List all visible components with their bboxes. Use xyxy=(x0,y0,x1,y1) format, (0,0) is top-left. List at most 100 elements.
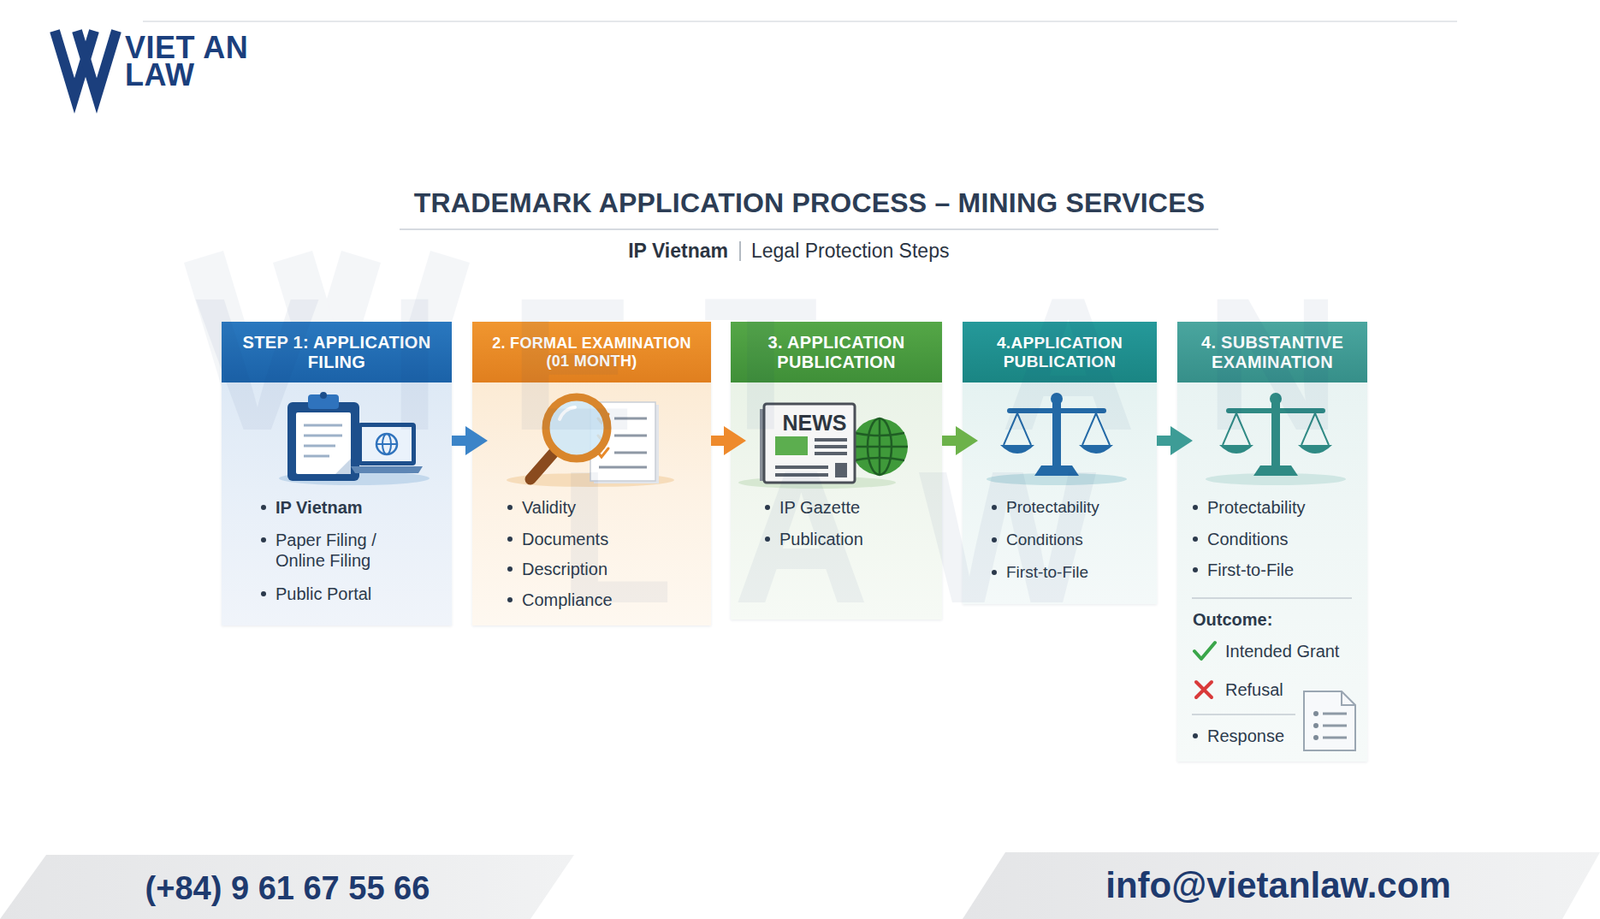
scales-icon-part-part xyxy=(1222,413,1237,445)
filing-icon-part xyxy=(296,412,351,475)
document-icon-part xyxy=(1313,711,1319,741)
bullet-text: Publication xyxy=(779,528,864,550)
bullet-dot xyxy=(260,591,267,597)
bullet-dot xyxy=(1192,504,1198,510)
bullet-dot xyxy=(507,566,513,572)
scales-icon-part-part xyxy=(1236,413,1251,445)
examination-icon-part xyxy=(506,473,675,487)
document-icon-part xyxy=(1322,713,1347,738)
bullet-text: Conditions xyxy=(1006,529,1084,551)
scales-icon-part xyxy=(1271,402,1280,469)
document-icon-part-part xyxy=(1322,736,1347,740)
email-address: info@vietanlaw.com xyxy=(1105,867,1451,904)
filing-icon-part-part xyxy=(303,424,343,427)
footer-band xyxy=(0,854,575,919)
filing-icon-part xyxy=(376,443,398,445)
logo-text: LAW xyxy=(124,59,195,91)
filing-icon-part xyxy=(361,426,412,462)
publication-icon-part-part xyxy=(854,432,905,436)
examination-icon-part xyxy=(593,404,659,484)
scales-icon-part xyxy=(1222,413,1329,445)
bullet-dot xyxy=(764,504,771,510)
publication-icon-part-part xyxy=(814,444,848,449)
scales-icon-part-part xyxy=(1096,413,1110,445)
step-header: 2. FORMAL EXAMINATION (01 MONTH) xyxy=(472,321,712,383)
filing-icon-part xyxy=(308,394,339,409)
scales-icon-part xyxy=(1078,444,1114,454)
filing-icon-part xyxy=(320,391,327,399)
bullet-dot xyxy=(260,504,267,510)
divider-line xyxy=(1191,713,1296,716)
publication-icon-part-part xyxy=(878,418,882,475)
publication-icon-part xyxy=(775,439,848,475)
top-rule xyxy=(142,20,1458,23)
bullet-text: IP Vietnam xyxy=(275,497,363,518)
cross-mark-part xyxy=(1196,681,1212,698)
flow-arrow xyxy=(711,435,731,446)
scales-icon-part-part xyxy=(1301,413,1316,445)
scales-icon-part xyxy=(1052,402,1061,469)
filing-icon-part xyxy=(287,402,360,481)
publication-icon-part xyxy=(851,418,908,475)
step-header: 3. APPLICATION PUBLICATION xyxy=(730,321,943,383)
scales-icon-part xyxy=(1253,465,1298,476)
examination-icon-part-part xyxy=(614,451,647,455)
bullet-text: Validity xyxy=(521,497,576,518)
document-icon-part-part xyxy=(1313,722,1319,729)
filing-icon-part xyxy=(357,422,416,466)
document-icon xyxy=(1303,691,1356,751)
publication-icon-part-part xyxy=(775,473,829,477)
outcome-text: Refusal xyxy=(1225,679,1284,700)
examination-icon-part xyxy=(598,418,647,468)
filing-icon xyxy=(278,391,430,486)
scales-icon-part-part xyxy=(1003,413,1018,445)
bullet-text: First-to-File xyxy=(1006,562,1089,583)
step-panel: 4.APPLICATION PUBLICATION ProtectabilityC… xyxy=(962,321,1157,605)
logo-mark-part xyxy=(77,30,117,96)
publication-icon-part-part xyxy=(814,438,848,442)
scales-icon-part xyxy=(1219,444,1254,454)
logo-text: VIET AN xyxy=(124,32,249,64)
scales-icon-part xyxy=(1000,444,1035,454)
scales-icon-part xyxy=(1226,408,1326,414)
step-header: 4. SUBSTANTIVE EXAMINATION xyxy=(1177,321,1368,383)
document-icon-part xyxy=(1303,691,1356,751)
subtitle-text: Legal Protection Steps xyxy=(751,241,949,261)
outcome-text: Intended Grant xyxy=(1225,640,1340,662)
bullet-dot xyxy=(507,536,513,542)
publication-icon-part xyxy=(835,462,848,478)
examination-icon-part xyxy=(590,402,656,481)
phone-number: (+84) 9 61 67 55 66 xyxy=(145,871,431,905)
examination-icon-part-part xyxy=(614,417,647,421)
filing-icon-part xyxy=(350,466,423,474)
filing-icon-part-part xyxy=(303,455,330,458)
subtitle-separator xyxy=(739,241,741,261)
scales-icon-part xyxy=(1034,465,1079,476)
step-panel: STEP 1: APPLICATION FILINGIP VietnamPape… xyxy=(221,321,452,626)
examination-icon-part xyxy=(559,407,575,420)
bullet-text: Documents xyxy=(521,528,609,550)
bullet-dot xyxy=(1192,733,1198,739)
document-icon-part-part xyxy=(1322,724,1347,728)
divider-line xyxy=(1191,597,1352,599)
scales-icon-part-part xyxy=(1017,413,1032,445)
publication-icon-part xyxy=(775,436,808,456)
bullet-dot xyxy=(507,504,513,510)
publication-icon-part xyxy=(851,418,908,475)
bullet-text: Protectability xyxy=(1006,497,1100,518)
filing-icon-part xyxy=(376,433,398,455)
scales-icon-part xyxy=(1269,392,1282,405)
step-header: 4.APPLICATION PUBLICATION xyxy=(962,321,1157,383)
step-panel: 3. APPLICATION PUBLICATIONIP GazettePubl… xyxy=(730,321,943,620)
scales-icon xyxy=(1205,392,1346,486)
scales-icon-part xyxy=(1205,473,1346,486)
bullet-text: Description xyxy=(521,558,608,580)
filing-icon-part xyxy=(335,458,351,475)
examination-icon-part-part xyxy=(598,466,647,469)
scales-icon-part-part xyxy=(1082,413,1097,445)
bullet-dot xyxy=(991,504,997,510)
scales-icon xyxy=(986,392,1127,486)
publication-icon-part xyxy=(759,408,769,481)
examination-icon-part xyxy=(598,414,609,457)
